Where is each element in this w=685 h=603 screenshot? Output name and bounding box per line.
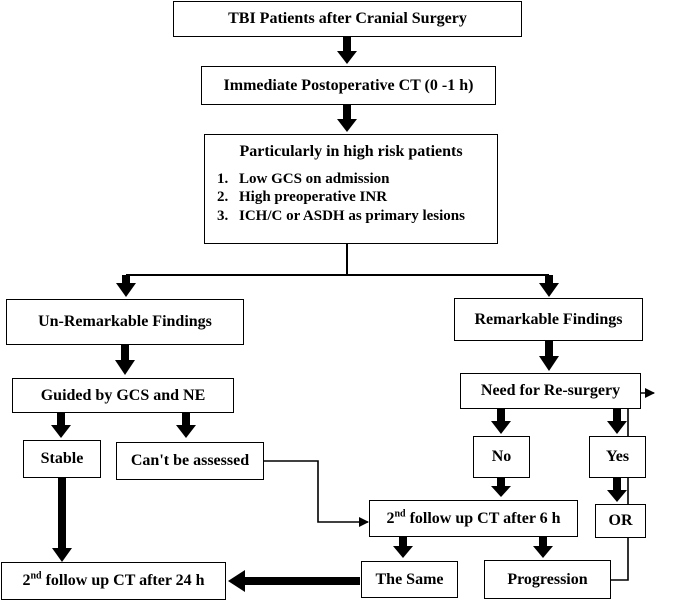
high-risk-item: 1.Low GCS on admission: [217, 170, 390, 187]
guided-gcs-ne-box: Guided by GCS and NE: [12, 378, 234, 413]
cant-assess-label: Can't be assessed: [130, 452, 250, 470]
thin-connectors: [264, 388, 655, 581]
arrow-ct-to-highrisk: [337, 105, 357, 132]
thick-arrows: [51, 37, 627, 592]
high-risk-box: Particularly in high risk patients 1.Low…: [204, 134, 498, 244]
arrow-unremarkable-to-guided: [115, 345, 135, 375]
progression-label: Progression: [507, 570, 588, 588]
high-risk-list: 1.Low GCS on admission 2.High preoperati…: [217, 171, 465, 227]
immediate-ct-label: Immediate Postoperative CT (0 -1 h): [223, 76, 474, 94]
the-same-box: The Same: [361, 561, 458, 598]
no-box: No: [473, 436, 530, 478]
arrow-stable-down: [52, 478, 72, 562]
no-label: No: [491, 448, 512, 466]
arrow-need-to-yes: [607, 409, 627, 434]
arrow-yes-to-or: [607, 478, 627, 502]
followup-24h-box: 2nd follow up CT after 24 h: [1, 562, 226, 600]
tbi-patients-box: TBI Patients after Cranial Surgery: [173, 1, 522, 37]
immediate-ct-box: Immediate Postoperative CT (0 -1 h): [201, 66, 496, 105]
arrow-same-to-24h: [228, 570, 360, 592]
branch-lines: [126, 244, 549, 276]
progression-box: Progression: [484, 560, 611, 599]
high-risk-item: 2.High preoperative INR: [217, 189, 388, 206]
branch-arrows: [116, 275, 559, 297]
arrow-remarkable-to-need: [539, 341, 559, 371]
arrow-6h-to-same: [393, 537, 413, 558]
high-risk-item: 3.ICH/C or ASDH as primary lesions: [217, 207, 465, 224]
arrow-need-to-no: [491, 409, 511, 434]
cant-assess-box: Can't be assessed: [116, 442, 264, 480]
or-box: OR: [595, 504, 646, 538]
high-risk-title: Particularly in high risk patients: [239, 143, 463, 160]
followup-6h-box: 2nd follow up CT after 6 h: [369, 500, 578, 537]
arrow-no-to-6h: [491, 478, 511, 497]
unremarkable-findings-label: Un-Remarkable Findings: [38, 313, 212, 331]
stable-box: Stable: [23, 440, 101, 478]
the-same-label: The Same: [375, 570, 444, 588]
followup-24h-label: 2nd follow up CT after 24 h: [22, 570, 205, 590]
remarkable-findings-box: Remarkable Findings: [454, 298, 643, 341]
stable-label: Stable: [40, 450, 84, 468]
or-label: OR: [608, 512, 633, 530]
arrow-guided-to-cant: [176, 413, 196, 438]
yes-label: Yes: [605, 448, 630, 466]
arrow-guided-to-stable: [51, 413, 71, 438]
unremarkable-findings-box: Un-Remarkable Findings: [6, 299, 244, 345]
followup-6h-label: 2nd follow up CT after 6 h: [386, 508, 561, 527]
arrow-6h-to-progression: [533, 537, 553, 558]
arrow-tbi-to-ct: [337, 37, 357, 64]
guided-gcs-ne-label: Guided by GCS and NE: [40, 386, 206, 404]
remarkable-findings-label: Remarkable Findings: [474, 310, 623, 328]
need-resurgery-label: Need for Re-surgery: [480, 382, 621, 400]
yes-box: Yes: [589, 436, 646, 478]
need-resurgery-box: Need for Re-surgery: [460, 373, 641, 409]
tbi-patients-label: TBI Patients after Cranial Surgery: [228, 10, 467, 28]
